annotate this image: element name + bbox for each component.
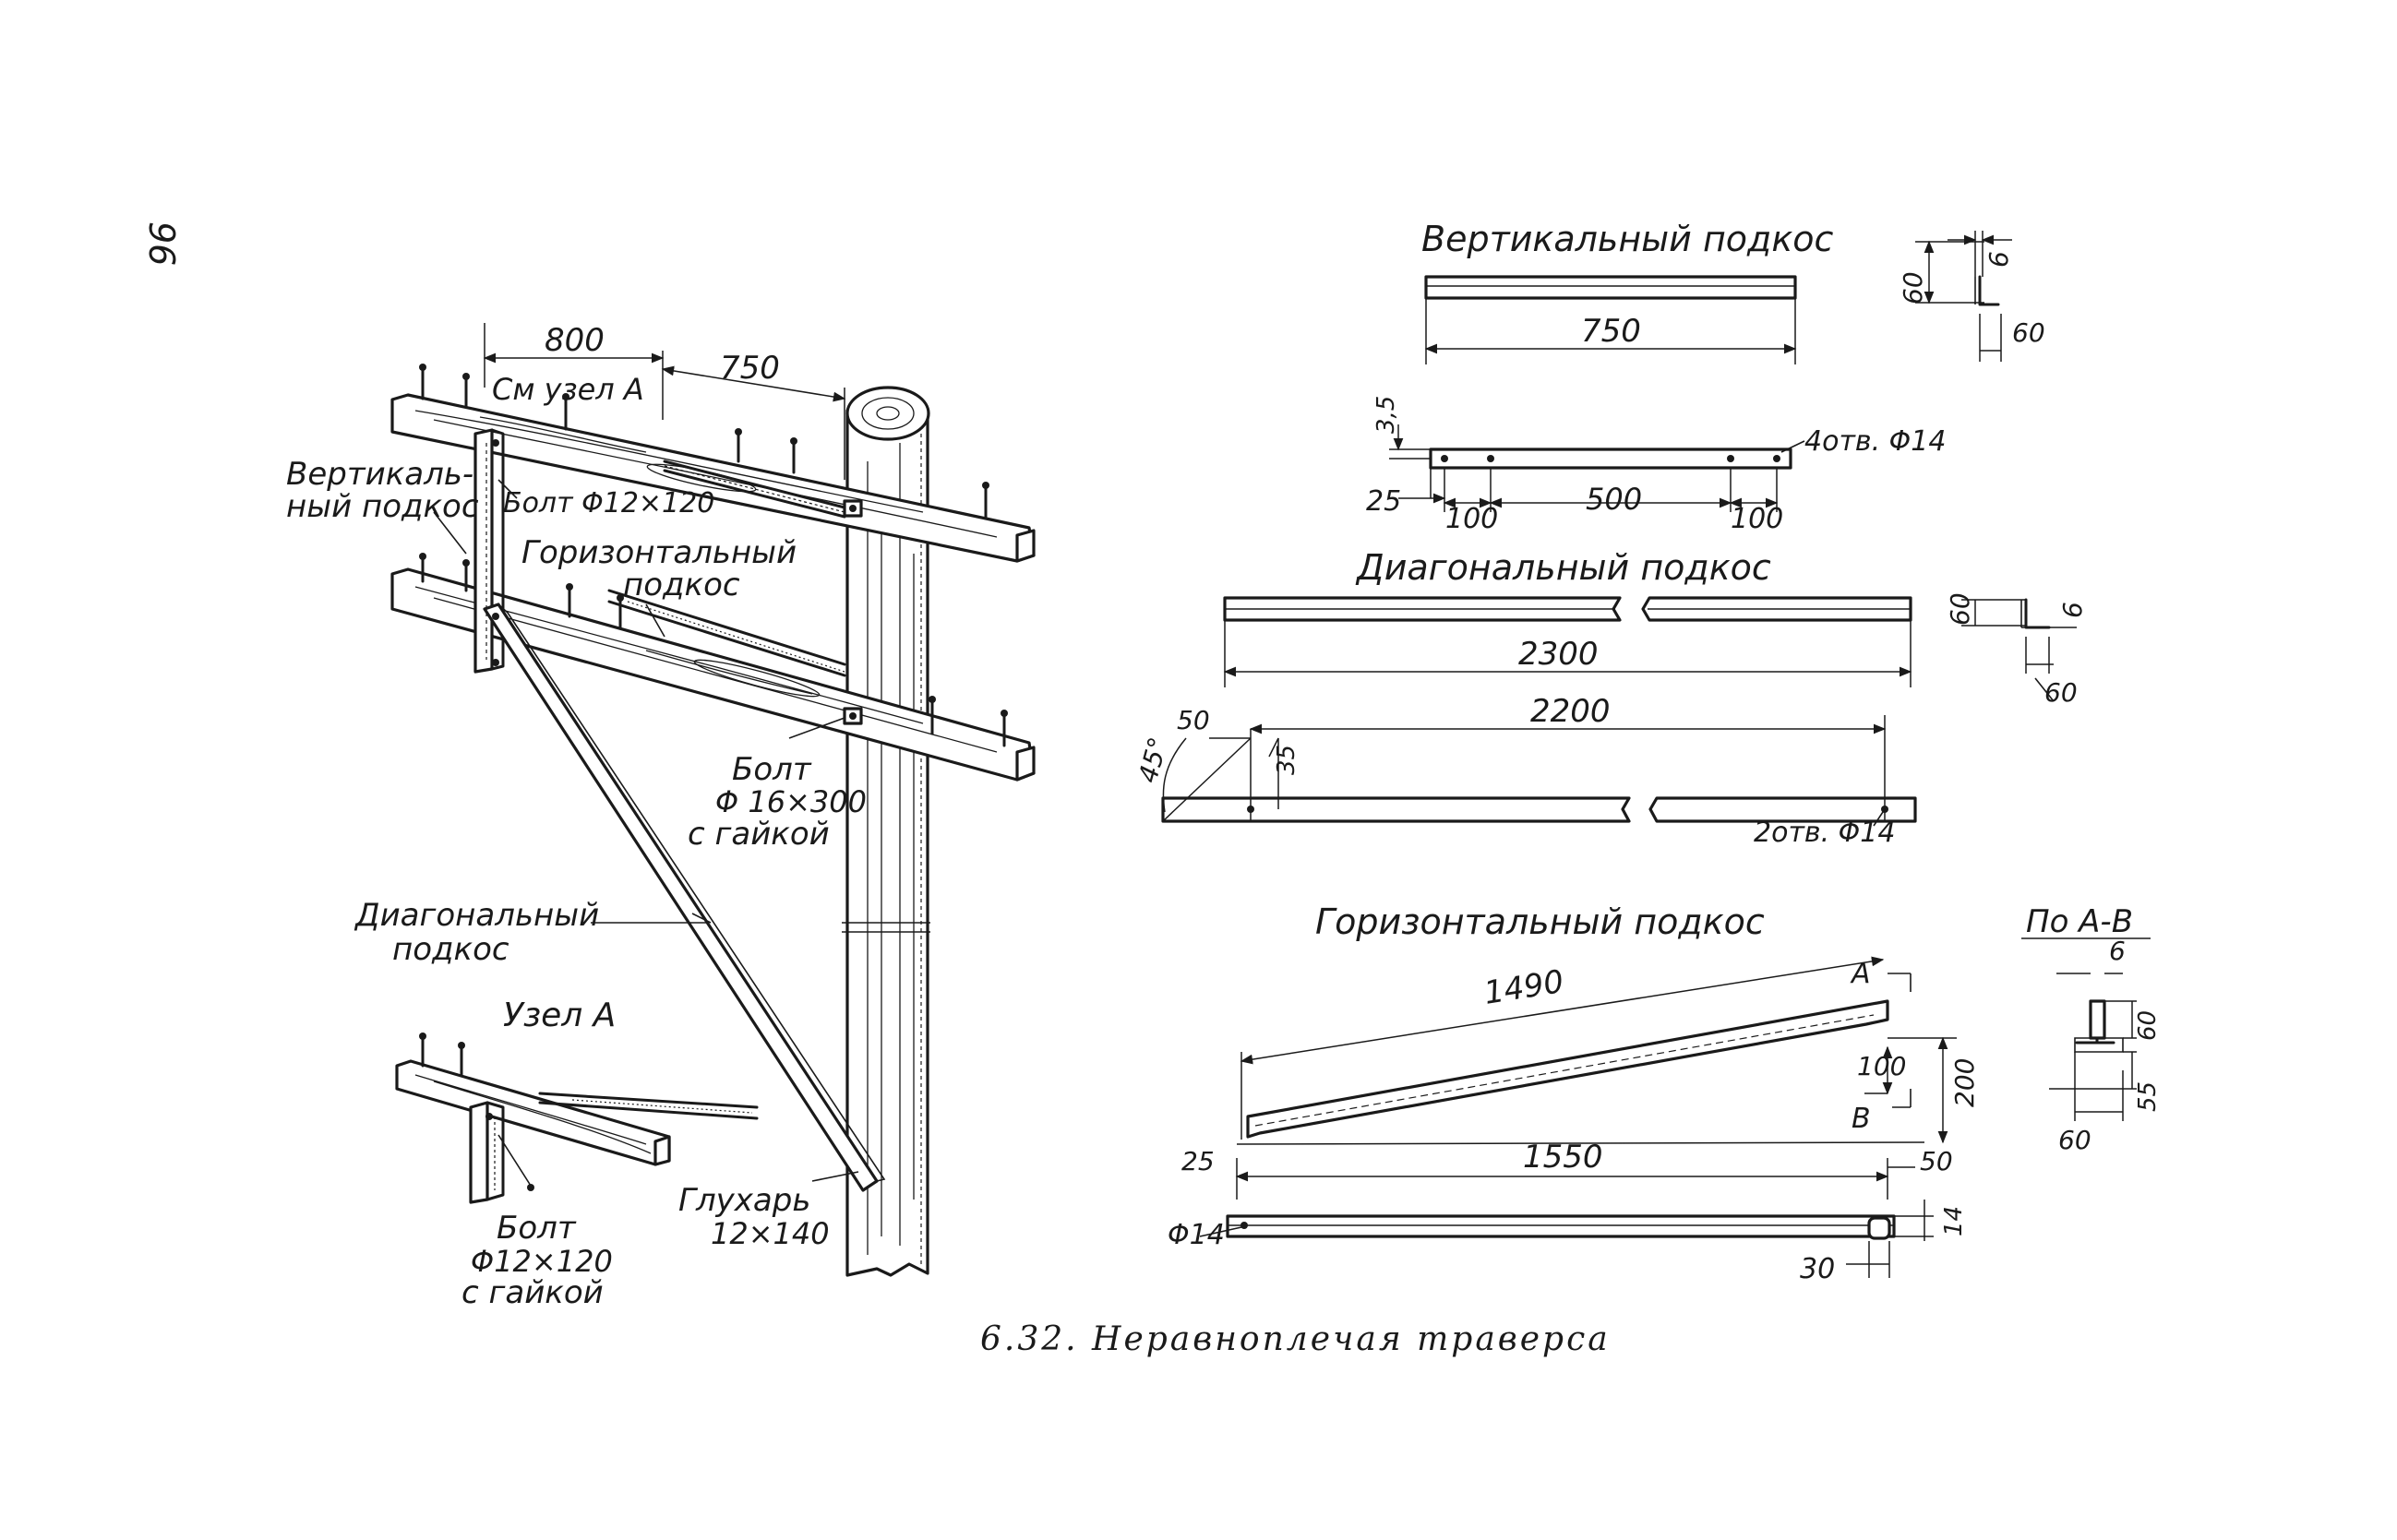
horizontal-brace-iso: [607, 460, 846, 677]
leader-bolt-mid: [788, 717, 845, 739]
vertical-length: 750: [1581, 313, 1641, 350]
label-vertical-brace-1: Вертикаль-: [286, 456, 473, 493]
label-horizontal-brace-1: Горизонтальный: [521, 534, 797, 571]
wooden-pole: [842, 386, 930, 1277]
bolt-vbrace-low: [492, 613, 499, 666]
diagonal-d35: 35: [1273, 745, 1300, 775]
node-bolt-1: Болт: [497, 1210, 577, 1247]
diagonal-angle: 45°: [1133, 734, 1174, 785]
label-bolt-mid-2: Φ 16×300: [715, 784, 867, 819]
vertical-title: Вертикальный подкос: [1421, 219, 1834, 259]
leader-horizontal-brace: [645, 603, 665, 638]
horizontal-title: Горизонтальный подкос: [1315, 901, 1765, 942]
node-bolt-3: с гайкой: [461, 1274, 604, 1311]
vertical-spacing-3: 100: [1731, 503, 1783, 535]
diagonal-inner-length: 2200: [1530, 693, 1611, 730]
lower-crossarm: [390, 567, 1036, 782]
diagonal-holes-label: 2отв. Φ14: [1754, 817, 1895, 849]
horizontal-d30: 30: [1800, 1253, 1835, 1285]
insulator-pins: [419, 364, 1008, 747]
horizontal-bottom-length: 1550: [1523, 1139, 1603, 1176]
section-ab-d55: 55: [2134, 1081, 2162, 1112]
label-bolt-top: Болт Φ12×120: [503, 487, 714, 519]
diagonal-sec-t: 6: [2057, 602, 2088, 618]
node-a-title: Узел А: [503, 997, 616, 1034]
see-node-label: См узел А: [492, 372, 644, 407]
section-ab-title: По А-В: [2026, 903, 2133, 940]
horizontal-brace-views: Горизонтальный подкос 1490 А В 100 200 1…: [1168, 901, 1980, 1285]
label-diagonal-1: Диагональный: [354, 897, 599, 934]
horizontal-d50: 50: [1920, 1146, 1953, 1176]
leader-bolt-top: [497, 479, 518, 499]
horizontal-mark-b: В: [1852, 1103, 1871, 1135]
label-diagonal-2: подкос: [392, 931, 509, 968]
iso-dimension-line: [483, 323, 846, 480]
horizontal-d14: 14: [1940, 1206, 1968, 1236]
section-ab: По А-В 6 60 55 60: [2021, 903, 2162, 1155]
figure-caption: 6.32. Неравноплечая траверса: [980, 1320, 1611, 1358]
section-ab-w: 60: [2058, 1125, 2091, 1155]
dim-800: 800: [545, 322, 605, 359]
diagonal-title: Диагональный подкос: [1355, 547, 1771, 588]
section-ab-h: 60: [2134, 1010, 2162, 1041]
bolt-vbrace-top: [492, 439, 499, 447]
node-a-detail: [395, 1033, 759, 1204]
horizontal-hole: Φ14: [1168, 1219, 1225, 1251]
horizontal-d25: 25: [1181, 1146, 1215, 1176]
label-bolt-mid-3: с гайкой: [688, 816, 830, 853]
vertical-spacing-1: 100: [1445, 503, 1498, 535]
vertical-sec-t: 6: [1984, 251, 2014, 268]
vertical-offset-h: 25: [1366, 485, 1401, 518]
diagonal-brace-views: Диагональный подкос 2300 60 6 60 2200 50…: [1133, 547, 2088, 849]
label-bolt-mid-1: Болт: [732, 751, 812, 788]
vertical-sec-w: 60: [2012, 317, 2045, 348]
horizontal-d100: 100: [1857, 1051, 1906, 1081]
diagonal-brace-iso: [483, 603, 886, 1192]
iso-assembly: 800 750 См узел А Вертикаль- ный подкос …: [286, 322, 1036, 1277]
bolt-mid: [843, 707, 863, 725]
diagonal-length: 2300: [1518, 636, 1599, 673]
page-number: 96: [141, 221, 182, 266]
label-vertical-brace-2: ный подкос: [286, 488, 479, 525]
label-horizontal-brace-2: подкос: [623, 567, 740, 603]
diagonal-sec-w: 60: [2044, 677, 2078, 708]
horizontal-d200: 200: [1949, 1058, 1980, 1107]
vertical-holes-label: 4отв. Φ14: [1804, 425, 1946, 458]
horizontal-mark-a: А: [1850, 958, 1871, 990]
leader-glukhar: [811, 1171, 859, 1182]
vertical-sec-h: 60: [1898, 271, 1928, 304]
dim-750: 750: [720, 350, 780, 387]
vertical-offset-v: 3,5: [1372, 396, 1400, 434]
node-bolt-2: Φ12×120: [471, 1244, 613, 1279]
vertical-spacing-2: 500: [1586, 482, 1642, 517]
diagonal-d50: 50: [1177, 705, 1210, 735]
label-glukhar-2: 12×140: [711, 1216, 830, 1251]
section-ab-t: 6: [2109, 936, 2126, 966]
vertical-brace-views: Вертикальный подкос 750 60 6 60 3,5 25: [1366, 219, 2045, 535]
label-glukhar-1: Глухарь: [678, 1182, 810, 1219]
bolt-top: [843, 499, 863, 518]
horizontal-length: 1490: [1481, 963, 1566, 1012]
diagonal-sec-h: 60: [1945, 592, 1975, 626]
leader-vertical-brace: [433, 511, 467, 555]
